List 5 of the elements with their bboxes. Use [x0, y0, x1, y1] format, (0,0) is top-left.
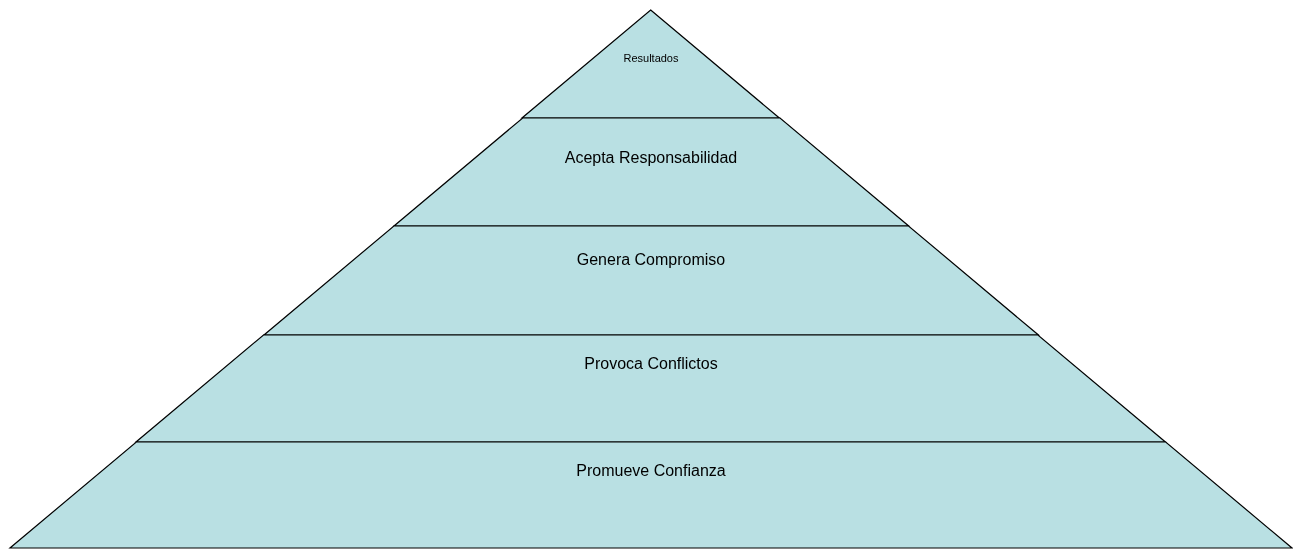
tier-label: Resultados: [623, 52, 679, 64]
tier-label: Acepta Responsabilidad: [564, 149, 738, 166]
tier-label: Promueve Confianza: [576, 462, 726, 479]
tier-label: Provoca Conflictos: [584, 355, 718, 372]
tier-label: Genera Compromiso: [576, 251, 726, 268]
